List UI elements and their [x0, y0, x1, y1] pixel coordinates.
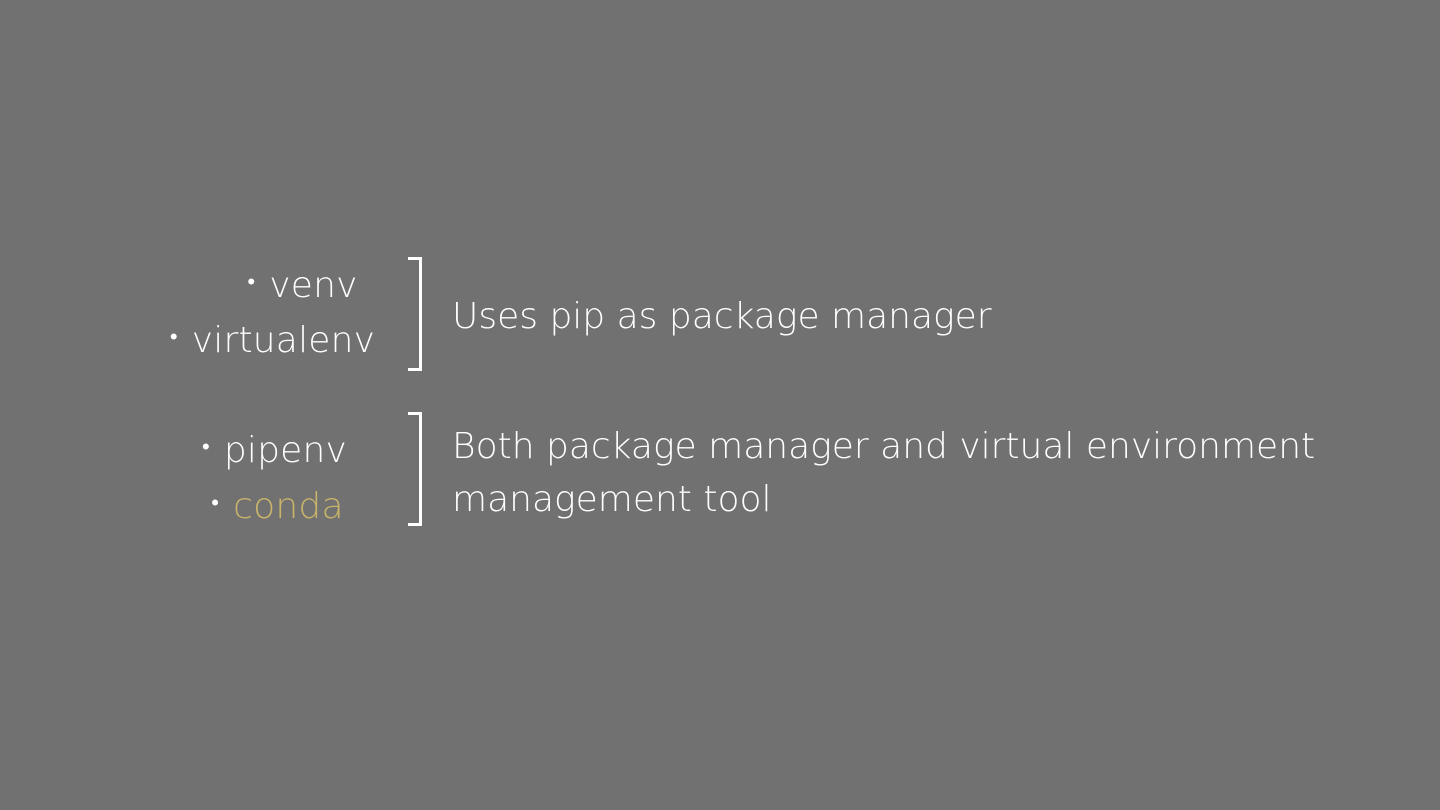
bullet-icon: • [169, 325, 178, 350]
description-line: Both package manager and virtual environ… [452, 426, 1316, 467]
item-label-highlighted: conda [233, 486, 344, 527]
group-description: Both package manager and virtual environ… [452, 420, 1315, 526]
bullet-icon: • [201, 435, 210, 460]
bullet-icon: • [211, 491, 220, 516]
item-label: virtualenv [191, 320, 376, 361]
group-package-and-env-tools: •pipenv •conda Both package manager and … [0, 410, 1440, 530]
item-label: venv [269, 265, 358, 306]
group-description: Uses pip as package manager [452, 290, 992, 343]
item-label: pipenv [223, 430, 348, 471]
list-item-virtualenv: • virtualenv [150, 320, 395, 363]
list-item-pipenv: • pipenv [152, 430, 397, 473]
description-line: Uses pip as package manager [452, 296, 992, 337]
group-pip-tools: • venv • virtualenv Uses pip as package ma… [0, 255, 1440, 375]
list-item-conda: • conda [155, 486, 400, 529]
description-line: management tool [452, 479, 772, 520]
list-item-venv: • venv [180, 265, 425, 308]
right-bracket-icon [408, 257, 422, 371]
right-bracket-icon [408, 412, 422, 526]
tool-list: • venv • virtualenv [150, 255, 395, 375]
tool-list: •pipenv •conda [150, 410, 395, 530]
bullet-icon: • [247, 270, 256, 295]
